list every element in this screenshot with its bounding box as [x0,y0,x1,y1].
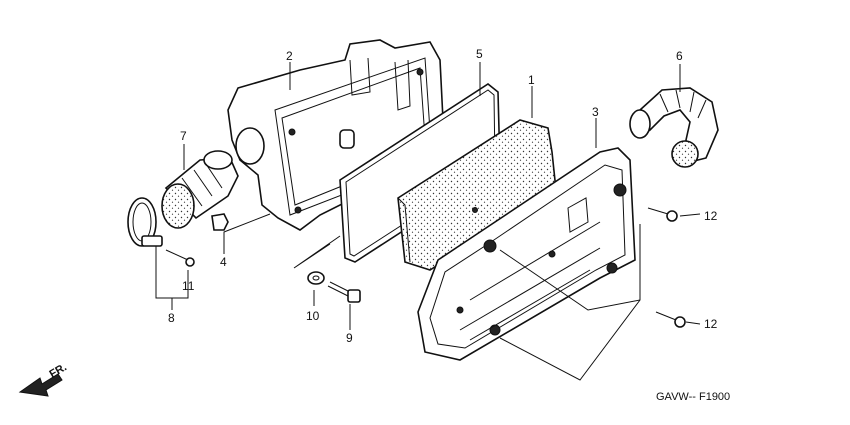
washer [307,271,325,285]
callout-6: 6 [676,49,683,63]
air-filter-element [397,119,557,271]
front-direction-arrow: FR. [18,361,69,397]
callout-7: 7 [180,129,187,143]
flange-bolt [327,281,361,303]
callout-8: 8 [168,311,175,325]
callout-3: 3 [592,105,599,119]
screw-12-lower [655,311,686,328]
callout-12-lower: 12 [704,317,718,331]
screw-11 [165,249,195,267]
grommet [211,213,229,231]
intake-tube [629,87,719,168]
connecting-tube [161,150,239,229]
leader-lines [155,62,701,381]
callout-11: 11 [182,279,195,293]
air-cleaner-cover [417,147,636,361]
drawing-code: GAVW-- F1900 [656,391,730,403]
callout-1: 1 [528,73,535,87]
screw-12-upper [647,207,678,222]
band-assembly [127,197,163,247]
callout-12-upper: 12 [704,209,718,223]
callout-4: 4 [220,255,227,269]
callout-2: 2 [286,49,293,63]
callout-5: 5 [476,47,483,61]
direction-label: FR. [48,361,69,380]
callout-10: 10 [306,309,320,323]
callout-9: 9 [346,331,353,345]
